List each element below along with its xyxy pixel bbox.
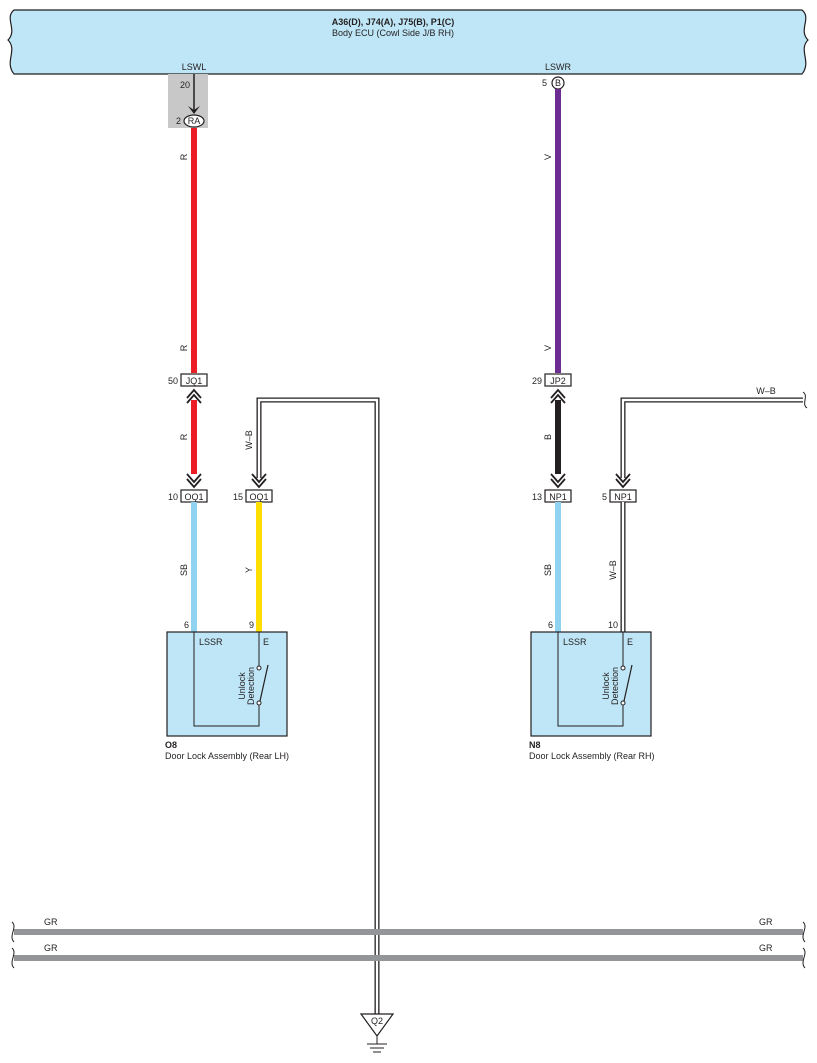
- comp-right-name: Door Lock Assembly (Rear RH): [529, 751, 655, 761]
- np1-b-label: NP1: [614, 492, 632, 502]
- jq1-pin: 50: [168, 376, 178, 386]
- ra-connector: [183, 114, 205, 128]
- jp2-pin: 29: [532, 376, 542, 386]
- jq1-label: JQ1: [186, 376, 203, 386]
- gr-bus-1-label-left: GR: [44, 917, 58, 927]
- gr-bus-1-break-right-icon: [802, 921, 806, 943]
- gr-bus-2-label-right: GR: [759, 943, 773, 953]
- jp2-connector: [544, 373, 572, 387]
- jp2-label: JP2: [550, 376, 566, 386]
- switch-right-contact-bottom: [620, 700, 626, 706]
- comp-right-terminal-b: E: [627, 637, 633, 647]
- wire-label-b: B: [543, 434, 553, 440]
- wire-label-r-1: R: [179, 153, 189, 160]
- oq1-a-chevron-down-icon: [186, 473, 202, 489]
- comp-left-pin-a: 6: [184, 620, 189, 630]
- np1-b-pin: 5: [602, 492, 607, 502]
- np1-a-chevron-down-icon: [550, 473, 566, 489]
- wire-label-r-3: R: [179, 433, 189, 440]
- np1-a-pin: 13: [532, 492, 542, 502]
- oq1-a-label: OQ1: [184, 492, 203, 502]
- comp-left-box: [166, 631, 288, 737]
- wire-label-wb-left: W–B: [244, 430, 254, 450]
- jp2-chevron-up-icon: [550, 388, 566, 404]
- wire-break-right-icon: [802, 391, 808, 409]
- comp-right-pin-a: 6: [548, 620, 553, 630]
- oq1-b-pin: 15: [233, 492, 243, 502]
- comp-right-terminal-a: LSSR: [563, 637, 587, 647]
- wire-label-r-2: R: [179, 344, 189, 351]
- wire-label-v-1: V: [543, 154, 553, 160]
- body-ecu: A36(D), J74(A), J75(B), P1(C) Body ECU (…: [7, 9, 809, 75]
- np1-b-chevron-down-icon: [615, 473, 631, 489]
- gr-bus-1-break-left-icon: [11, 921, 15, 943]
- switch-left-contact-bottom: [256, 700, 262, 706]
- comp-right-box: [530, 631, 652, 737]
- wire-label-wb-right: W–B: [608, 560, 618, 580]
- comp-right-pin-b: 10: [608, 620, 618, 630]
- wire-label-wb-right-top: W–B: [756, 386, 776, 396]
- switch-left-contact-top: [256, 665, 262, 671]
- wire-label-v-2: V: [543, 345, 553, 351]
- ground-label: Q2: [371, 1016, 383, 1026]
- oq1-a-pin: 10: [168, 492, 178, 502]
- jq1-connector: [180, 373, 208, 387]
- wire-label-sb-left: SB: [179, 564, 189, 576]
- gr-bus-1-label-right: GR: [759, 917, 773, 927]
- comp-right-code: N8: [529, 740, 541, 750]
- wire-label-y-left: Y: [244, 567, 254, 573]
- np1-a-label: NP1: [549, 492, 567, 502]
- door-lock-rear-rh: 6 10 LSSR E Unlock Detection N8 Door Loc…: [529, 620, 655, 761]
- switch-left-label-2: Detection: [246, 667, 256, 705]
- switch-right-label-2: Detection: [610, 667, 620, 705]
- right-branch: 5 B V V 29 JP2 B 13 NP1 W–B 5 NP1 SB W–B: [532, 76, 808, 632]
- comp-left-terminal-a: LSSR: [199, 637, 223, 647]
- ecu-pin-right-name: LSWR: [545, 62, 572, 72]
- gr-bus-2-label-left: GR: [44, 943, 58, 953]
- comp-right-circuit: [557, 632, 624, 727]
- door-lock-rear-lh: 6 9 LSSR E Unlock Detection O8 Door Lock…: [165, 620, 289, 761]
- ra-pin: 2: [176, 116, 181, 126]
- jq1-chevron-up-icon: [186, 388, 202, 404]
- ecu-right-conn-label: B: [555, 78, 561, 88]
- switch-left-blade: [259, 664, 269, 702]
- ecu-name: Body ECU (Cowl Side J/B RH): [332, 28, 454, 38]
- gr-buses: GR GR GR GR: [11, 917, 806, 969]
- ra-label: RA: [188, 116, 201, 126]
- ground-triangle: [359, 1013, 395, 1038]
- wire-label-sb-right: SB: [543, 564, 553, 576]
- comp-left-pin-b: 9: [249, 620, 254, 630]
- gr-bus-2-break-right-icon: [802, 947, 806, 969]
- wire-wb-left-inner: [257, 398, 379, 1014]
- wire-wb-right-top-inner: [621, 398, 803, 478]
- switch-right-label-1: Unlock: [601, 672, 611, 700]
- ecu-pin-left-name: LSWL: [182, 62, 207, 72]
- ecu-codes: A36(D), J74(A), J75(B), P1(C): [332, 17, 455, 27]
- left-branch: 20 2 RA R R 50 JQ1 R 10 OQ1 W–B 15 OQ1 S…: [168, 74, 380, 1014]
- ecu-pin-right-no: 5: [542, 78, 547, 88]
- comp-left-code: O8: [165, 740, 177, 750]
- oq1-b-label: OQ1: [249, 492, 268, 502]
- comp-left-name: Door Lock Assembly (Rear LH): [165, 751, 289, 761]
- ecu-pin-left-no: 20: [180, 80, 190, 90]
- wire-wb-right-top: [620, 397, 803, 478]
- oq1-b-chevron-down-icon: [251, 473, 267, 489]
- ground-q2: Q2: [359, 1013, 395, 1053]
- comp-left-circuit: [193, 632, 260, 727]
- ra-arrow-icon: [188, 106, 200, 114]
- switch-left-label-1: Unlock: [237, 672, 247, 700]
- comp-left-terminal-b: E: [263, 637, 269, 647]
- switch-right-contact-top: [620, 665, 626, 671]
- switch-right-blade: [623, 664, 633, 702]
- gr-bus-2-break-left-icon: [11, 947, 15, 969]
- ecu-box: [7, 9, 809, 75]
